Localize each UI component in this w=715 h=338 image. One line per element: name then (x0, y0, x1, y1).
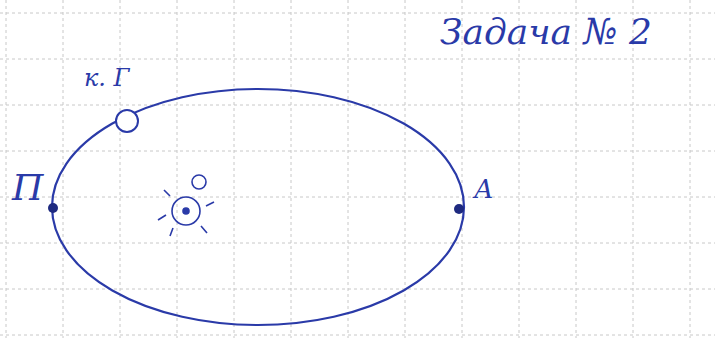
comet-point (116, 110, 138, 132)
aphelion-dot (454, 204, 464, 214)
aphelion-label: А (474, 176, 494, 202)
title: Задача № 2 (440, 14, 652, 50)
point-label: к. Г (84, 66, 129, 90)
perihelion-dot (48, 203, 58, 213)
orbit-ellipse (52, 89, 464, 325)
sun-symbol (158, 175, 214, 236)
perihelion-label: П (12, 170, 43, 206)
